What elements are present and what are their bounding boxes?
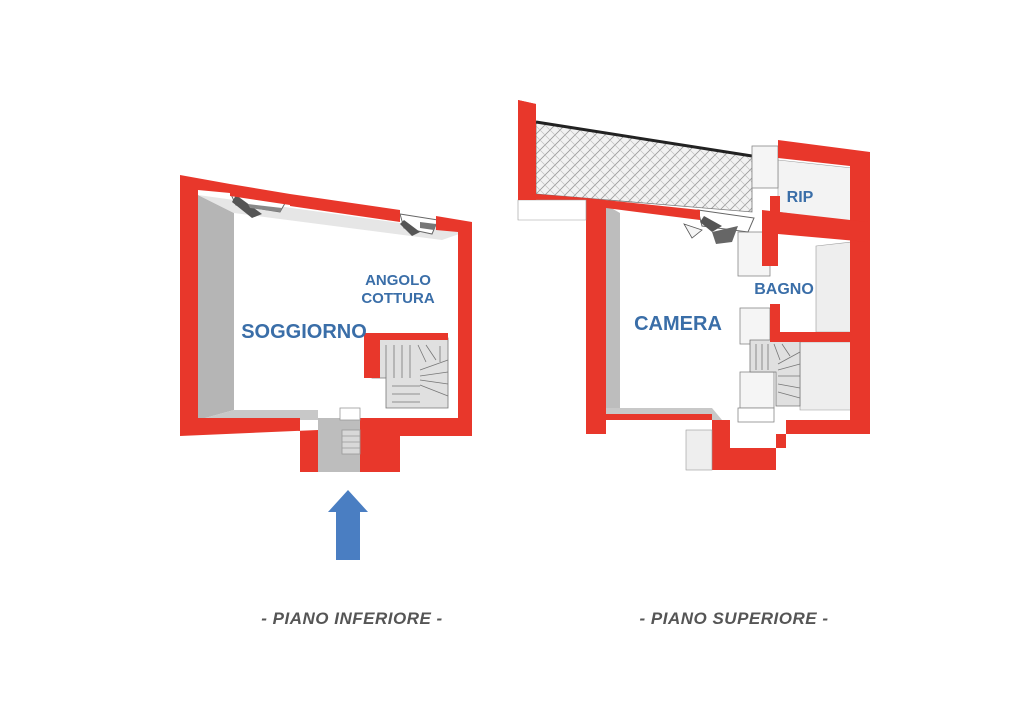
arrow-up-icon	[328, 490, 368, 560]
upper-window	[683, 209, 755, 244]
bathroom-face	[815, 241, 853, 333]
room-label-cottura: COTTURA	[361, 290, 434, 307]
room-label-angolo: ANGOLO	[365, 272, 431, 289]
room-label-camera: CAMERA	[634, 313, 722, 335]
room-label-rip: RIP	[787, 189, 814, 206]
lower-bottom-wall-face	[198, 410, 318, 420]
lower-entrance-steps	[318, 407, 361, 472]
caption-piano-inferiore: - PIANO INFERIORE -	[261, 609, 442, 628]
room-label-soggiorno: SOGGIORNO	[241, 321, 367, 343]
upper-floor-plan: CAMERA BAGNO RIP - PIANO SUPERIORE -	[517, 100, 870, 628]
caption-piano-superiore: - PIANO SUPERIORE -	[640, 609, 829, 628]
kitchen-partition-wall	[364, 333, 448, 378]
bathroom-partition-wall	[770, 304, 852, 342]
lower-floor-plan: SOGGIORNO ANGOLO COTTURA - PIANO INFERIO…	[180, 175, 472, 628]
lower-left-wall-face	[198, 195, 234, 420]
lower-walls	[180, 175, 318, 472]
room-label-bagno: BAGNO	[754, 281, 814, 298]
lower-window-right	[399, 213, 439, 236]
